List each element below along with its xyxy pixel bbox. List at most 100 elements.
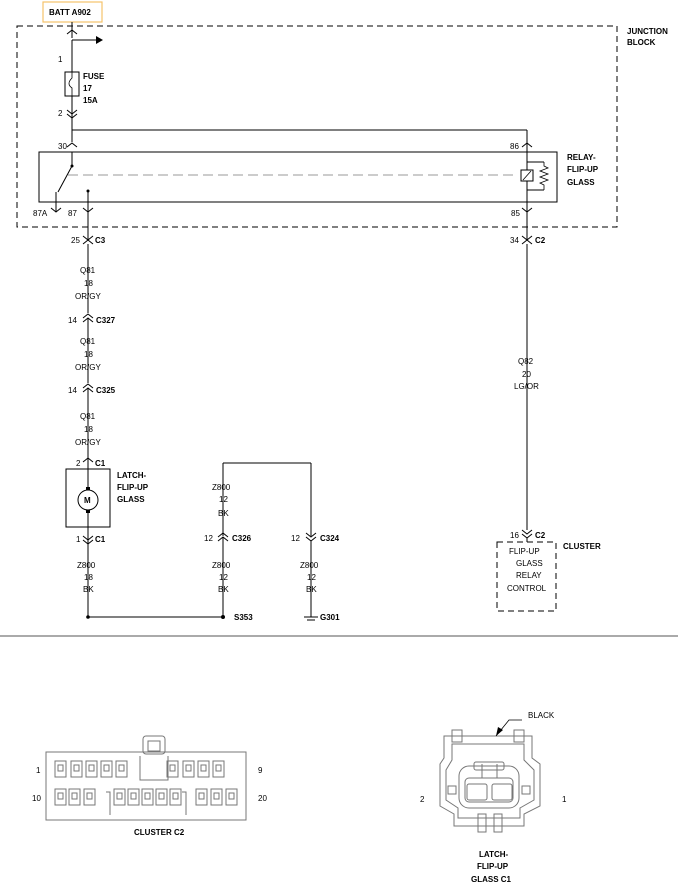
junction-block-label-2: BLOCK (627, 38, 656, 47)
z800-latch-color: BK (83, 585, 94, 594)
feed-arrow-icon (96, 36, 103, 44)
batt-label: BATT A902 (49, 8, 91, 17)
cluster-c2-connector-view (45, 735, 247, 821)
q81-b-color: OR/GY (75, 363, 101, 372)
relay-pin-85: 85 (511, 209, 520, 218)
q81-c-color: OR/GY (75, 438, 101, 447)
relay-label-1: RELAY- (567, 153, 596, 162)
junction-block-label-1: JUNCTION (627, 27, 668, 36)
z800-upper-color: BK (218, 509, 229, 518)
z800-upper-circuit: Z800 (212, 483, 231, 492)
latch-c1-pin-2: 2 (420, 795, 425, 804)
connector-pin-terminal (118, 764, 125, 772)
connector-pin-cavity (127, 788, 140, 806)
black-callout-arrow (495, 719, 522, 737)
connector-pin-terminal (228, 792, 235, 800)
latch-c1-caption-3: GLASS C1 (471, 875, 512, 884)
latch-c1-bottom-name: C1 (95, 535, 106, 544)
c325-name: C325 (96, 386, 116, 395)
fuse-rating: 15A (83, 96, 98, 105)
cluster-text-4: CONTROL (507, 584, 547, 593)
c3-name: C3 (95, 236, 106, 245)
splice-label: S353 (234, 613, 253, 622)
latch-c1-top-pin: 2 (76, 459, 81, 468)
fuse-number: 17 (83, 84, 92, 93)
connector-pin-cavity (113, 788, 126, 806)
q81-a-color: OR/GY (75, 292, 101, 301)
latch-c1-pin-1: 1 (562, 795, 567, 804)
connector-pin-terminal (103, 764, 110, 772)
z800-c326-circuit: Z800 (212, 561, 231, 570)
cluster-c2-pin: 16 (510, 531, 519, 540)
relay-pin-86: 86 (510, 142, 519, 151)
connector-pin-cavity (83, 788, 96, 806)
c325-pin: 14 (68, 386, 77, 395)
z800-c326-gauge: 12 (219, 573, 228, 582)
cluster-c2-pin-1: 1 (36, 766, 41, 775)
cluster-c2-pin-9: 9 (258, 766, 263, 775)
q81-b-gauge: 18 (84, 350, 93, 359)
c326-pin: 12 (204, 534, 213, 543)
connector-pin-terminal (198, 792, 205, 800)
connector-pin-terminal (200, 764, 207, 772)
relay-coil-resistor (538, 162, 550, 190)
connector-pin-terminal (86, 792, 93, 800)
z800-c324-circuit: Z800 (300, 561, 319, 570)
latch-label-2: FLIP-UP (117, 483, 149, 492)
cluster-text-2: GLASS (516, 559, 543, 568)
q82-circuit: Q82 (518, 357, 534, 366)
q81-a-gauge: 18 (84, 279, 93, 288)
c327-connector (82, 313, 94, 319)
connector-pin-cavity (54, 788, 67, 806)
fuse-pin-bottom: 2 (58, 109, 63, 118)
cluster-text-3: RELAY (516, 571, 542, 580)
connector-pin-terminal (88, 764, 95, 772)
cluster-c2-caption: CLUSTER C2 (134, 828, 185, 837)
c326-connector (217, 532, 229, 538)
latch-c1-caption-2: FLIP-UP (477, 862, 509, 871)
relay-pin-30: 30 (58, 142, 67, 151)
connector-pin-terminal (185, 764, 192, 772)
connector-pin-terminal (144, 792, 151, 800)
fuse-label: FUSE (83, 72, 105, 81)
connector-pin-cavity (166, 760, 179, 778)
connector-pin-terminal (57, 764, 64, 772)
q81-c-circuit: Q81 (80, 412, 96, 421)
q81-b-circuit: Q81 (80, 337, 96, 346)
relay-pin-87a: 87A (33, 209, 48, 218)
connector-pin-cavity (155, 788, 168, 806)
motor-label: M (84, 496, 91, 505)
connector-pin-terminal (158, 792, 165, 800)
q81-a-circuit: Q81 (80, 266, 96, 275)
latch-c1-color-callout: BLACK (528, 711, 555, 720)
cluster-c2-pin-10: 10 (32, 794, 41, 803)
q82-gauge: 20 (522, 370, 531, 379)
connector-pin-cavity (85, 760, 98, 778)
relay-label-3: GLASS (567, 178, 595, 187)
z800-latch-circuit: Z800 (77, 561, 96, 570)
latch-label-3: GLASS (117, 495, 145, 504)
connector-pin-terminal (57, 792, 64, 800)
c327-pin: 14 (68, 316, 77, 325)
fuse-element-icon (68, 72, 73, 96)
connector-pin-terminal (116, 792, 123, 800)
z800-upper-gauge: 12 (219, 495, 228, 504)
connector-pin-terminal (215, 764, 222, 772)
connector-pin-terminal (169, 764, 176, 772)
latch-c1-caption-1: LATCH- (479, 850, 509, 859)
junction-block-border (16, 25, 618, 228)
connector-pin-terminal (73, 764, 80, 772)
connector-pin-cavity (169, 788, 182, 806)
z800-c326-color: BK (218, 585, 229, 594)
c324-name: C324 (320, 534, 340, 543)
connector-pin-cavity (141, 788, 154, 806)
z800-c324-color: BK (306, 585, 317, 594)
latch-c1-bottom-pin: 1 (76, 535, 81, 544)
c2-top-pin: 34 (510, 236, 519, 245)
c324-connector (305, 532, 317, 538)
pin-1-connector (66, 29, 78, 35)
switch-blade (57, 165, 73, 193)
connector-pin-terminal (130, 792, 137, 800)
c327-name: C327 (96, 316, 116, 325)
